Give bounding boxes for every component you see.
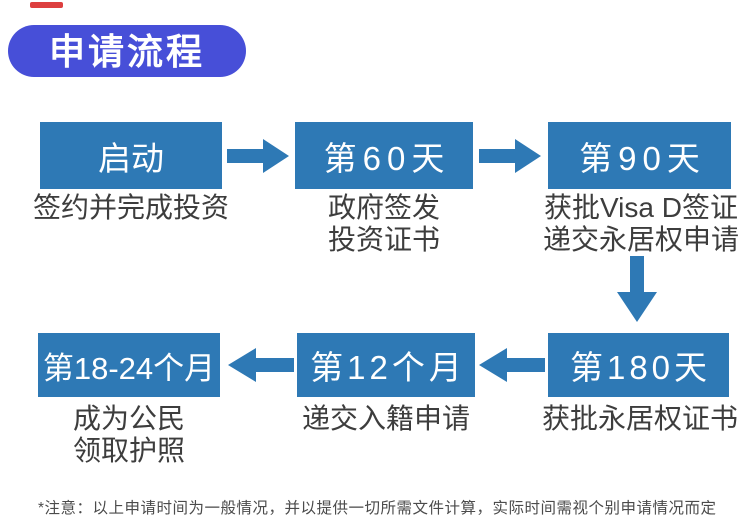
arrow-left-icon	[228, 348, 294, 382]
flow-box-day90: 第90天	[548, 122, 731, 189]
caption-month12: 递交入籍申请	[302, 403, 470, 435]
title-badge: 申请流程	[8, 25, 246, 77]
caption-line: 递交入籍申请	[301, 403, 471, 434]
caption-line: 递交永居权申请	[542, 223, 740, 255]
arrow-right-icon	[227, 139, 289, 173]
caption-line: 成为公民	[72, 403, 186, 434]
caption-month18-24: 成为公民 领取护照	[73, 403, 185, 466]
red-mark	[30, 2, 63, 8]
flow-box-label: 第90天	[579, 139, 706, 177]
caption-line: 领取护照	[72, 434, 186, 466]
flow-box-month12: 第12个月	[297, 333, 475, 397]
caption-line: 签约并完成投资	[32, 192, 230, 223]
arrow-right-icon	[479, 139, 541, 173]
footnote: *注意：以上申请时间为一般情况，并以提供一切所需文件计算，实际时间需视个别申请情…	[38, 500, 717, 517]
page-title: 申请流程	[48, 31, 205, 72]
caption-line: 投资证书	[327, 223, 441, 255]
caption-line: 获批Visa D签证	[544, 192, 738, 223]
caption-line: 获批永居权证书	[541, 403, 739, 434]
flow-box-day180: 第180天	[548, 333, 729, 397]
flow-box-label: 启动	[98, 139, 164, 177]
caption-day180: 获批永居权证书	[542, 403, 738, 435]
caption-day90: 获批Visa D签证 递交永居权申请	[543, 192, 739, 255]
flow-box-start: 启动	[40, 122, 222, 189]
flow-box-label: 第12个月	[310, 349, 466, 386]
caption-line: 政府签发	[327, 192, 441, 223]
arrow-left-icon	[479, 348, 545, 382]
flow-box-label: 第60天	[323, 139, 451, 177]
caption-start: 签约并完成投资	[33, 192, 229, 224]
caption-day60: 政府签发 投资证书	[328, 192, 440, 255]
flow-box-month18-24: 第18-24个月	[38, 333, 220, 397]
flow-box-label: 第180天	[569, 349, 712, 386]
arrow-down-icon	[617, 256, 657, 322]
flow-box-day60: 第60天	[295, 122, 473, 189]
flow-box-label: 第18-24个月	[42, 350, 216, 386]
